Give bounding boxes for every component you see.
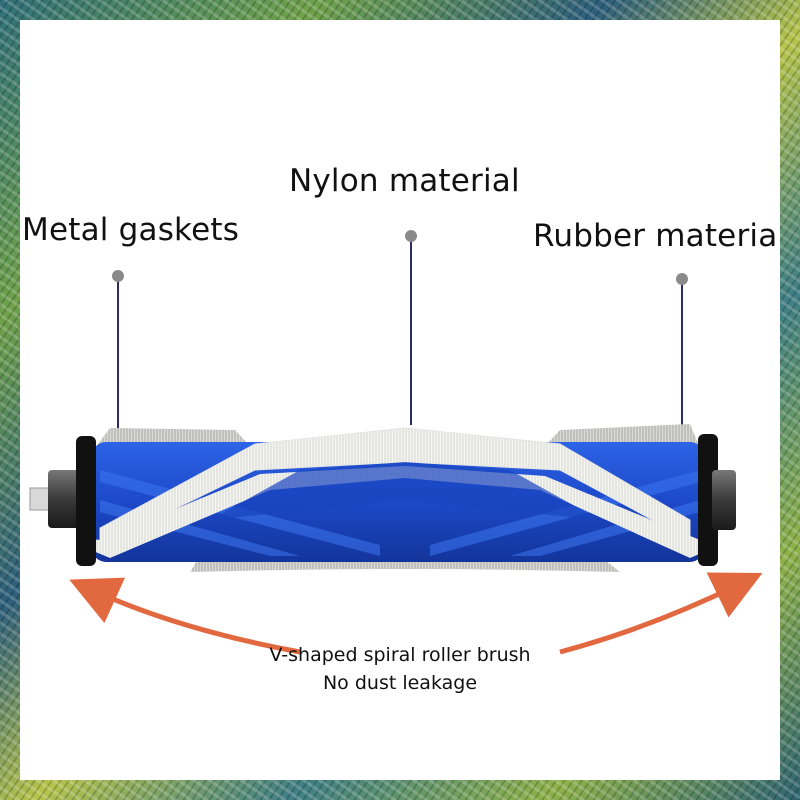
right-arrow — [559, 572, 763, 655]
leader-lines — [112, 230, 688, 430]
metal-leader-dot — [112, 270, 124, 282]
arrows — [69, 572, 763, 655]
left-arrow — [69, 577, 301, 655]
caption-line-2: No dust leakage — [322, 672, 478, 694]
product-panel — [20, 20, 780, 780]
nylon-material-label: Nylon material — [289, 163, 520, 199]
nylon-leader-dot — [405, 230, 417, 242]
rubber-material-label: Rubber materia — [533, 218, 778, 254]
v-bristle-row — [99, 427, 691, 546]
left-end-cap — [29, 436, 96, 566]
rubber-leader-dot — [676, 273, 688, 285]
metal-gaskets-label: Metal gaskets — [22, 212, 240, 248]
center-v-shape — [210, 462, 600, 520]
right-end-cap — [698, 434, 736, 566]
caption-line-1: V-shaped spiral roller brush — [269, 644, 531, 666]
